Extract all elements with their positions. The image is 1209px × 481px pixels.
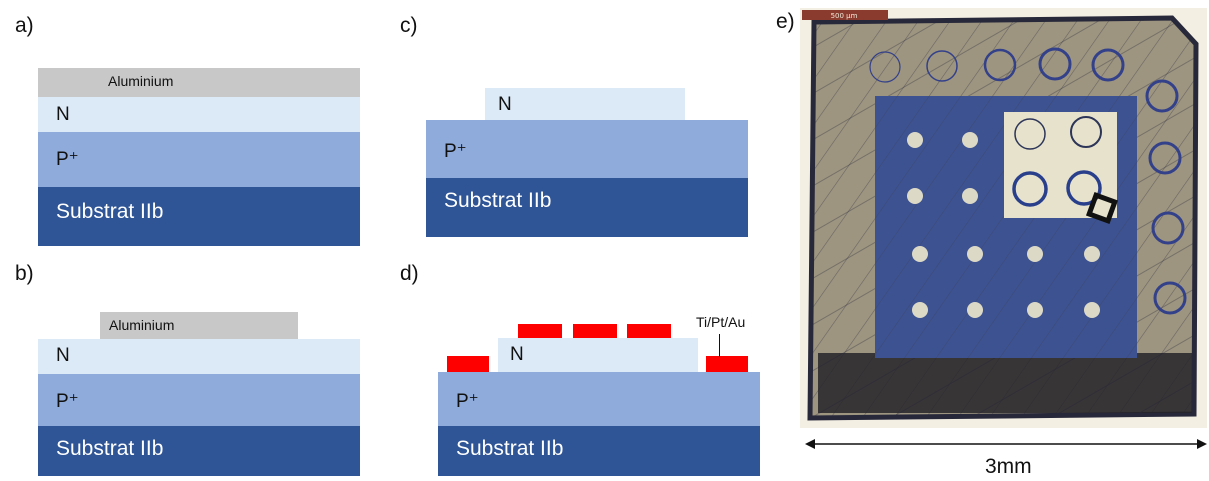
- n-label: N: [56, 345, 70, 366]
- panel-e-label: e): [776, 10, 795, 33]
- p-plus-label: P⁺: [56, 149, 79, 170]
- aluminium-layer: [38, 68, 360, 97]
- panel-d-label: d): [400, 262, 419, 285]
- side-contact-left: [447, 356, 489, 372]
- light-window: [1004, 112, 1117, 218]
- n-label: N: [498, 94, 512, 115]
- n-label: N: [56, 104, 70, 125]
- substrate-label: Substrat IIb: [456, 437, 564, 460]
- n-label: N: [510, 344, 524, 365]
- aluminium-label: Aluminium: [108, 73, 174, 89]
- n-layer: [485, 88, 685, 120]
- p-plus-layer: [426, 120, 748, 178]
- contact-dot-grid: [907, 132, 1100, 318]
- panel-c-label: c): [400, 14, 418, 37]
- top-ring-row: [869, 47, 1125, 83]
- alignment-marker: [1085, 191, 1119, 225]
- top-contact-3: [627, 324, 671, 338]
- scale-bar-label: 500 µm: [831, 12, 858, 20]
- dimension-label: 3mm: [985, 455, 1032, 478]
- n-layer: [38, 339, 360, 374]
- substrate-label: Substrat IIb: [56, 437, 164, 460]
- n-layer: [498, 338, 698, 372]
- n-layer: [38, 97, 360, 132]
- substrate-label: Substrat IIb: [444, 189, 552, 212]
- substrate-layer: [426, 178, 748, 237]
- metal-label: Ti/Pt/Au: [696, 314, 746, 330]
- top-contact-2: [573, 324, 617, 338]
- p-plus-label: P⁺: [456, 391, 479, 412]
- p-plus-label: P⁺: [56, 391, 79, 412]
- scale-bar: [802, 10, 888, 20]
- substrate-layer: [38, 426, 360, 476]
- aluminium-label: Aluminium: [109, 317, 175, 333]
- p-plus-label: P⁺: [444, 141, 467, 162]
- substrate-layer: [38, 187, 360, 246]
- p-plus-layer: [38, 374, 360, 426]
- side-contact-right: [706, 356, 748, 372]
- dimension-arrow: [805, 439, 1207, 449]
- microscope-image: 500 µm: [800, 8, 1207, 428]
- top-contact-1: [518, 324, 562, 338]
- panel-b-label: b): [15, 262, 34, 285]
- p-plus-layer: [38, 132, 360, 187]
- window-rings: [1012, 116, 1102, 207]
- aluminium-layer: [100, 312, 298, 339]
- p-plus-layer: [438, 372, 760, 426]
- right-ring-column: [1145, 79, 1187, 315]
- panel-a-label: a): [15, 14, 34, 37]
- substrate-layer: [438, 426, 760, 476]
- substrate-label: Substrat IIb: [56, 200, 164, 223]
- metal-leader-line: [719, 334, 720, 357]
